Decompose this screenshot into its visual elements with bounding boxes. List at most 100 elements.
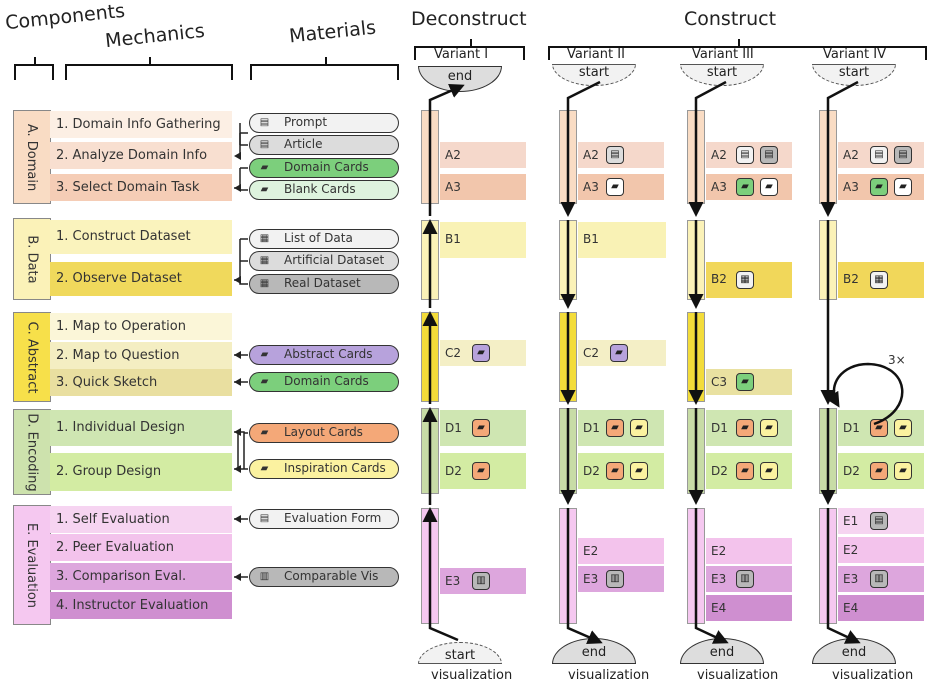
variant-3-band-e3: E3▥ [706,566,792,592]
cards-icon: ▰ [260,463,269,474]
material-real-dataset: ▦Real Dataset [249,274,399,294]
evaluation-form-icon: ▤ [870,512,888,530]
mechanic-observe-dataset: 2. Observe Dataset [50,262,232,296]
material-article: ▤Article [249,135,399,155]
mechanics-bracket [65,57,233,80]
material-comparable-vis: ▥Comparable Vis [249,567,399,587]
cards-icon: ▰ [260,162,269,173]
material-list-of-data: ▦List of Data [249,229,399,249]
variant-3-band-e2: E2 [706,538,792,564]
mechanic-individual-design: 1. Individual Design [50,410,232,446]
mechanic-quick-sketch: 3. Quick Sketch [50,369,232,396]
abstract-cards-icon: ▰ [610,344,628,362]
variant-2-visualization-label: visualization [568,668,650,683]
component-data: B. Data [13,218,51,300]
blank-cards-icon: ▰ [606,178,624,196]
mechanic-self-evaluation: 1. Self Evaluation [50,506,232,533]
document-icon: ▤ [259,117,270,128]
variant-2-band-d2: D2▰▰ [578,453,664,489]
variant-2-band-c2: C2▰ [578,340,666,366]
variant-3-band-a3: A3▰▰ [706,174,792,200]
material-domain-cards-2: ▰Domain Cards [249,372,399,392]
material-inspiration-cards: ▰Inspiration Cards [249,459,399,479]
layout-cards-icon: ▰ [736,462,754,480]
variant-4-band-a2: A2▤▤ [838,142,924,168]
variant-1-band-d2: D2▰ [440,453,526,489]
variant-4-band-d2: D2▰▰ [838,453,924,489]
variant-3-band-d2: D2▰▰ [706,453,792,489]
variant-1-label: Variant I [434,47,489,62]
domain-cards-icon: ▰ [870,178,888,196]
mechanic-select-domain-task: 3. Select Domain Task [50,174,232,201]
construct-header: Construct [684,8,777,30]
inspiration-cards-icon: ▰ [760,462,778,480]
variant-2-band-e2: E2 [578,538,664,564]
comparable-vis-icon: ▥ [870,570,888,588]
prompt-icon: ▤ [870,146,888,164]
mechanic-comparison-eval: 3. Comparison Eval. [50,563,232,590]
domain-cards-icon: ▰ [736,178,754,196]
mechanic-domain-info-gathering: 1. Domain Info Gathering [50,111,232,138]
variant-2-band-e3: E3▥ [578,566,664,592]
mechanic-map-to-question: 2. Map to Question [50,342,232,369]
variant-4-band-b2: B2▦ [838,262,924,298]
layout-cards-icon: ▰ [606,419,624,437]
article-icon: ▤ [894,146,912,164]
comparable-vis-icon: ▥ [472,572,490,590]
variant-1-band-c2: C2▰ [440,340,526,366]
abstract-cards-icon: ▰ [472,344,490,362]
prompt-icon: ▤ [736,146,754,164]
mechanic-construct-dataset: 1. Construct Dataset [50,220,232,254]
variant-4-band-e4: E4 [838,595,924,621]
blank-cards-icon: ▰ [760,178,778,196]
variant-1-band-e3: E3▥ [440,568,526,594]
article-icon: ▤ [760,146,778,164]
mechanic-peer-evaluation: 2. Peer Evaluation [50,534,232,561]
mechanic-map-to-operation: 1. Map to Operation [50,313,232,340]
material-blank-cards: ▰Blank Cards [249,180,399,200]
variant-4-visualization-label: visualization [832,668,914,683]
component-encoding: D. Encoding [13,409,51,495]
material-evaluation-form: ▤Evaluation Form [249,509,399,529]
domain-cards-icon: ▰ [736,373,754,391]
deconstruct-bracket [414,39,525,60]
variant-4-label: Variant IV [823,47,886,62]
inspiration-cards-icon: ▰ [894,462,912,480]
material-artificial-dataset: ▦Artificial Dataset [249,251,399,271]
variant-1-band-a2: A2 [440,142,526,168]
cards-icon: ▰ [260,427,269,438]
cards-icon: ▰ [260,349,269,360]
table-icon: ▦ [259,255,270,266]
inspiration-cards-icon: ▰ [630,462,648,480]
table-icon: ▦ [259,278,270,289]
material-abstract-cards: ▰Abstract Cards [249,345,399,365]
variant-2-band-d1: D1▰▰ [578,410,664,446]
variant-4-band-a3: A3▰▰ [838,174,924,200]
layout-cards-icon: ▰ [870,462,888,480]
inspiration-cards-icon: ▰ [760,419,778,437]
components-bracket [14,57,54,80]
form-icon: ▤ [259,513,270,524]
mechanic-group-design: 2. Group Design [50,453,232,491]
variant-1-band-a3: A3 [440,174,526,200]
variant-3-band-c3: C3▰ [706,369,792,395]
inspiration-cards-icon: ▰ [894,419,912,437]
variant-4-band-e1: E1▤ [838,508,924,534]
variant-2-label: Variant II [567,47,625,62]
table-icon: ▦ [259,233,270,244]
comparable-vis-icon: ▥ [606,570,624,588]
variant-2-band-a2: A2▤ [578,142,664,168]
component-abstract: C. Abstract [13,312,51,402]
variant-1-band-d1: D1▰ [440,410,526,446]
variant-2-band-b1: B1 [578,222,666,258]
variant-1-band-b1: B1 [440,222,526,258]
deconstruct-header: Deconstruct [411,8,527,30]
cards-icon: ▰ [260,184,269,195]
variant-3-band-b2: B2▦ [706,262,792,298]
cards-icon: ▰ [260,376,269,387]
construct-bracket [548,39,927,60]
variant-3-band-d1: D1▰▰ [706,410,792,446]
layout-cards-icon: ▰ [472,419,490,437]
material-prompt: ▤Prompt [249,113,399,133]
